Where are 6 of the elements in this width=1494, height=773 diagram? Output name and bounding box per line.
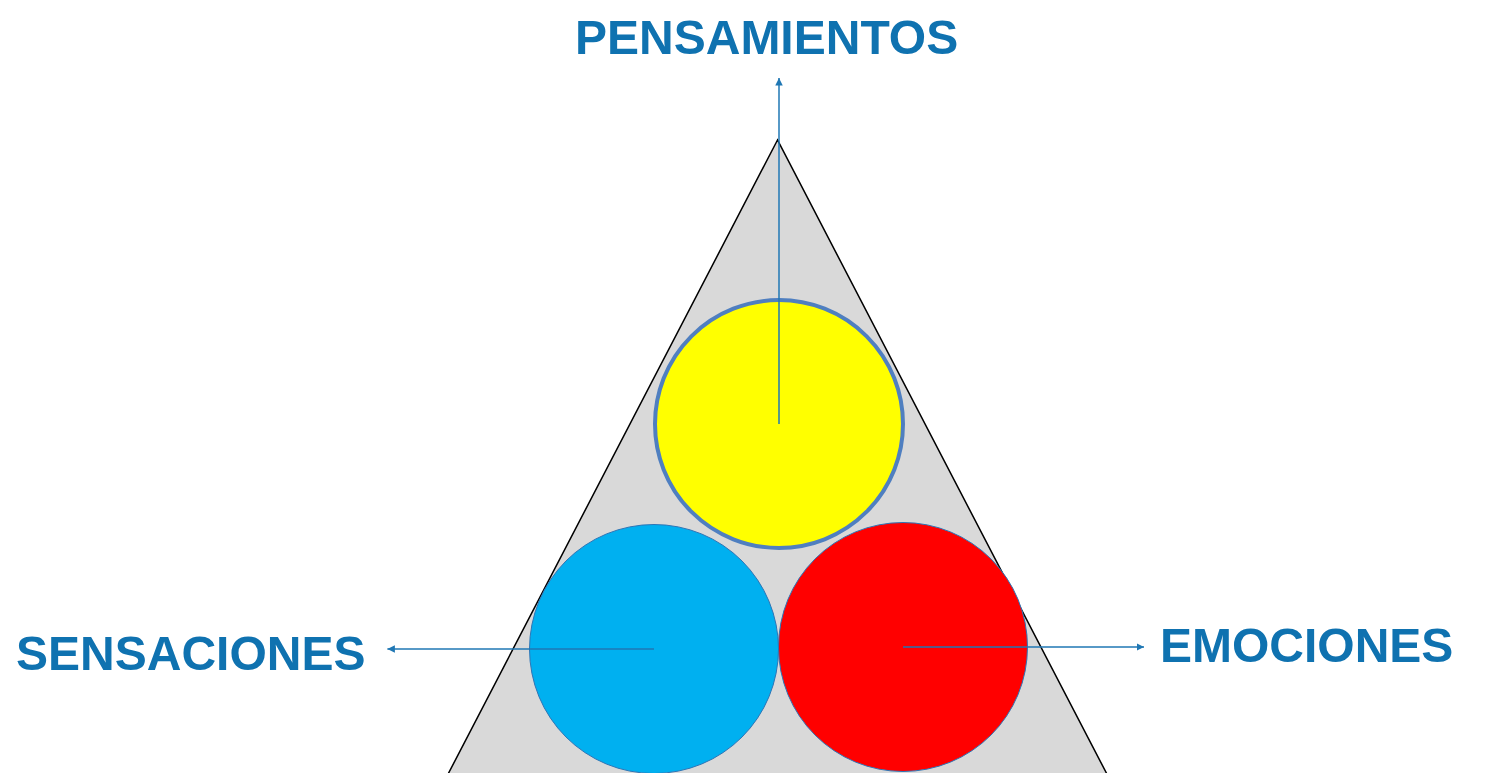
arrow [902, 643, 1145, 651]
node-label: SENSACIONES [16, 630, 366, 678]
arrow [386, 645, 655, 653]
node-label: EMOCIONES [1160, 622, 1454, 670]
node-label: PENSAMIENTOS [575, 14, 959, 62]
arrow [775, 77, 783, 425]
